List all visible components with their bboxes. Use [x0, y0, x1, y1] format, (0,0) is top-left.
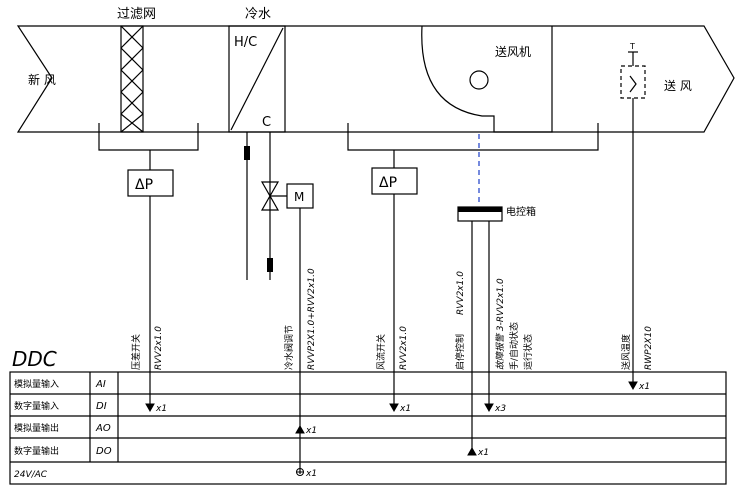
cable-6-name: 送风温度 [620, 334, 632, 370]
ddc-table [9, 371, 727, 485]
cable-5-line2: 手/自动状态 [508, 322, 520, 370]
di-dp-count: x1 [155, 404, 167, 414]
electric-control-box [457, 134, 503, 450]
filter-section [120, 25, 144, 133]
ddc-row-0-code: AI [95, 379, 106, 390]
pipe-markers [244, 146, 502, 272]
fan-label: 送风机 [495, 44, 531, 59]
cable-4-spec: RVV2x1.0 [456, 271, 466, 315]
di-flow-count: x1 [399, 404, 411, 414]
ddc-row-1-name: 数字量输入 [14, 400, 59, 412]
cooling-water-label: 冷水 [245, 7, 271, 22]
ao-valve-count: x1 [305, 426, 317, 436]
ddc-row-3-code: DO [96, 446, 112, 457]
ai-temp-count: x1 [638, 382, 650, 392]
cable-4-name: 启停控制 [454, 334, 466, 370]
cable-2-spec: RVVP2X1.0+RVV2x1.0 [307, 268, 317, 370]
ddc-title: DDC [12, 347, 57, 371]
supply-air-label: 送 风 [664, 78, 692, 93]
do-start-count: x1 [477, 448, 489, 458]
di-dp-arrow [145, 403, 155, 413]
ddc-row-1-code: DI [96, 401, 107, 412]
dp-left-label: ΔP [135, 177, 153, 193]
power-valve-count: x1 [305, 469, 317, 479]
elec-box-label: 电控箱 [506, 205, 536, 218]
fan-icon [421, 25, 553, 133]
do-start-arrow [467, 446, 477, 456]
cable-5-line1: 故障报警 3-RVV2x1.0 [495, 278, 506, 370]
power-terminal-icon [296, 468, 304, 476]
di-status-arrow [484, 403, 494, 413]
ddc-row-2-code: AO [95, 423, 111, 434]
ai-temp-arrow [628, 381, 638, 391]
cable-1-name: 压差开关 [130, 334, 142, 370]
ddc-row-4-name: 24V/AC [14, 470, 48, 480]
motor-label: M [294, 190, 304, 204]
cooling-coil [228, 25, 286, 133]
ddc-row-0-name: 模拟量输入 [14, 378, 59, 390]
ddc-row-3-name: 数字量输出 [14, 445, 59, 457]
duct-outline [16, 25, 735, 133]
cable-1-spec: RVV2x1.0 [154, 326, 164, 370]
cable-5-line3: 运行状态 [522, 334, 534, 370]
di-flow-arrow [389, 403, 399, 413]
ddc-row-2-name: 模拟量输出 [14, 422, 59, 434]
fresh-air-label: 新 风 [28, 72, 56, 87]
dp-mid-label: ΔP [379, 175, 397, 191]
filter-dp-switch [98, 123, 199, 408]
chilled-water-valve [246, 132, 314, 474]
filter-label: 过滤网 [117, 7, 156, 22]
cable-3-name: 风流开关 [375, 334, 387, 370]
cable-3-spec: RVV2x1.0 [399, 326, 409, 370]
cable-2-name: 冷水阀调节 [283, 325, 295, 370]
coil-c-label: C [262, 115, 271, 130]
di-status-count: x3 [494, 404, 506, 414]
cable-6-spec: RWP2X10 [644, 326, 654, 370]
coil-hc-label: H/C [234, 35, 257, 50]
sensor-t-label: T [629, 42, 635, 51]
ao-valve-arrow [295, 424, 305, 434]
temperature-sensor-icon [620, 51, 646, 382]
